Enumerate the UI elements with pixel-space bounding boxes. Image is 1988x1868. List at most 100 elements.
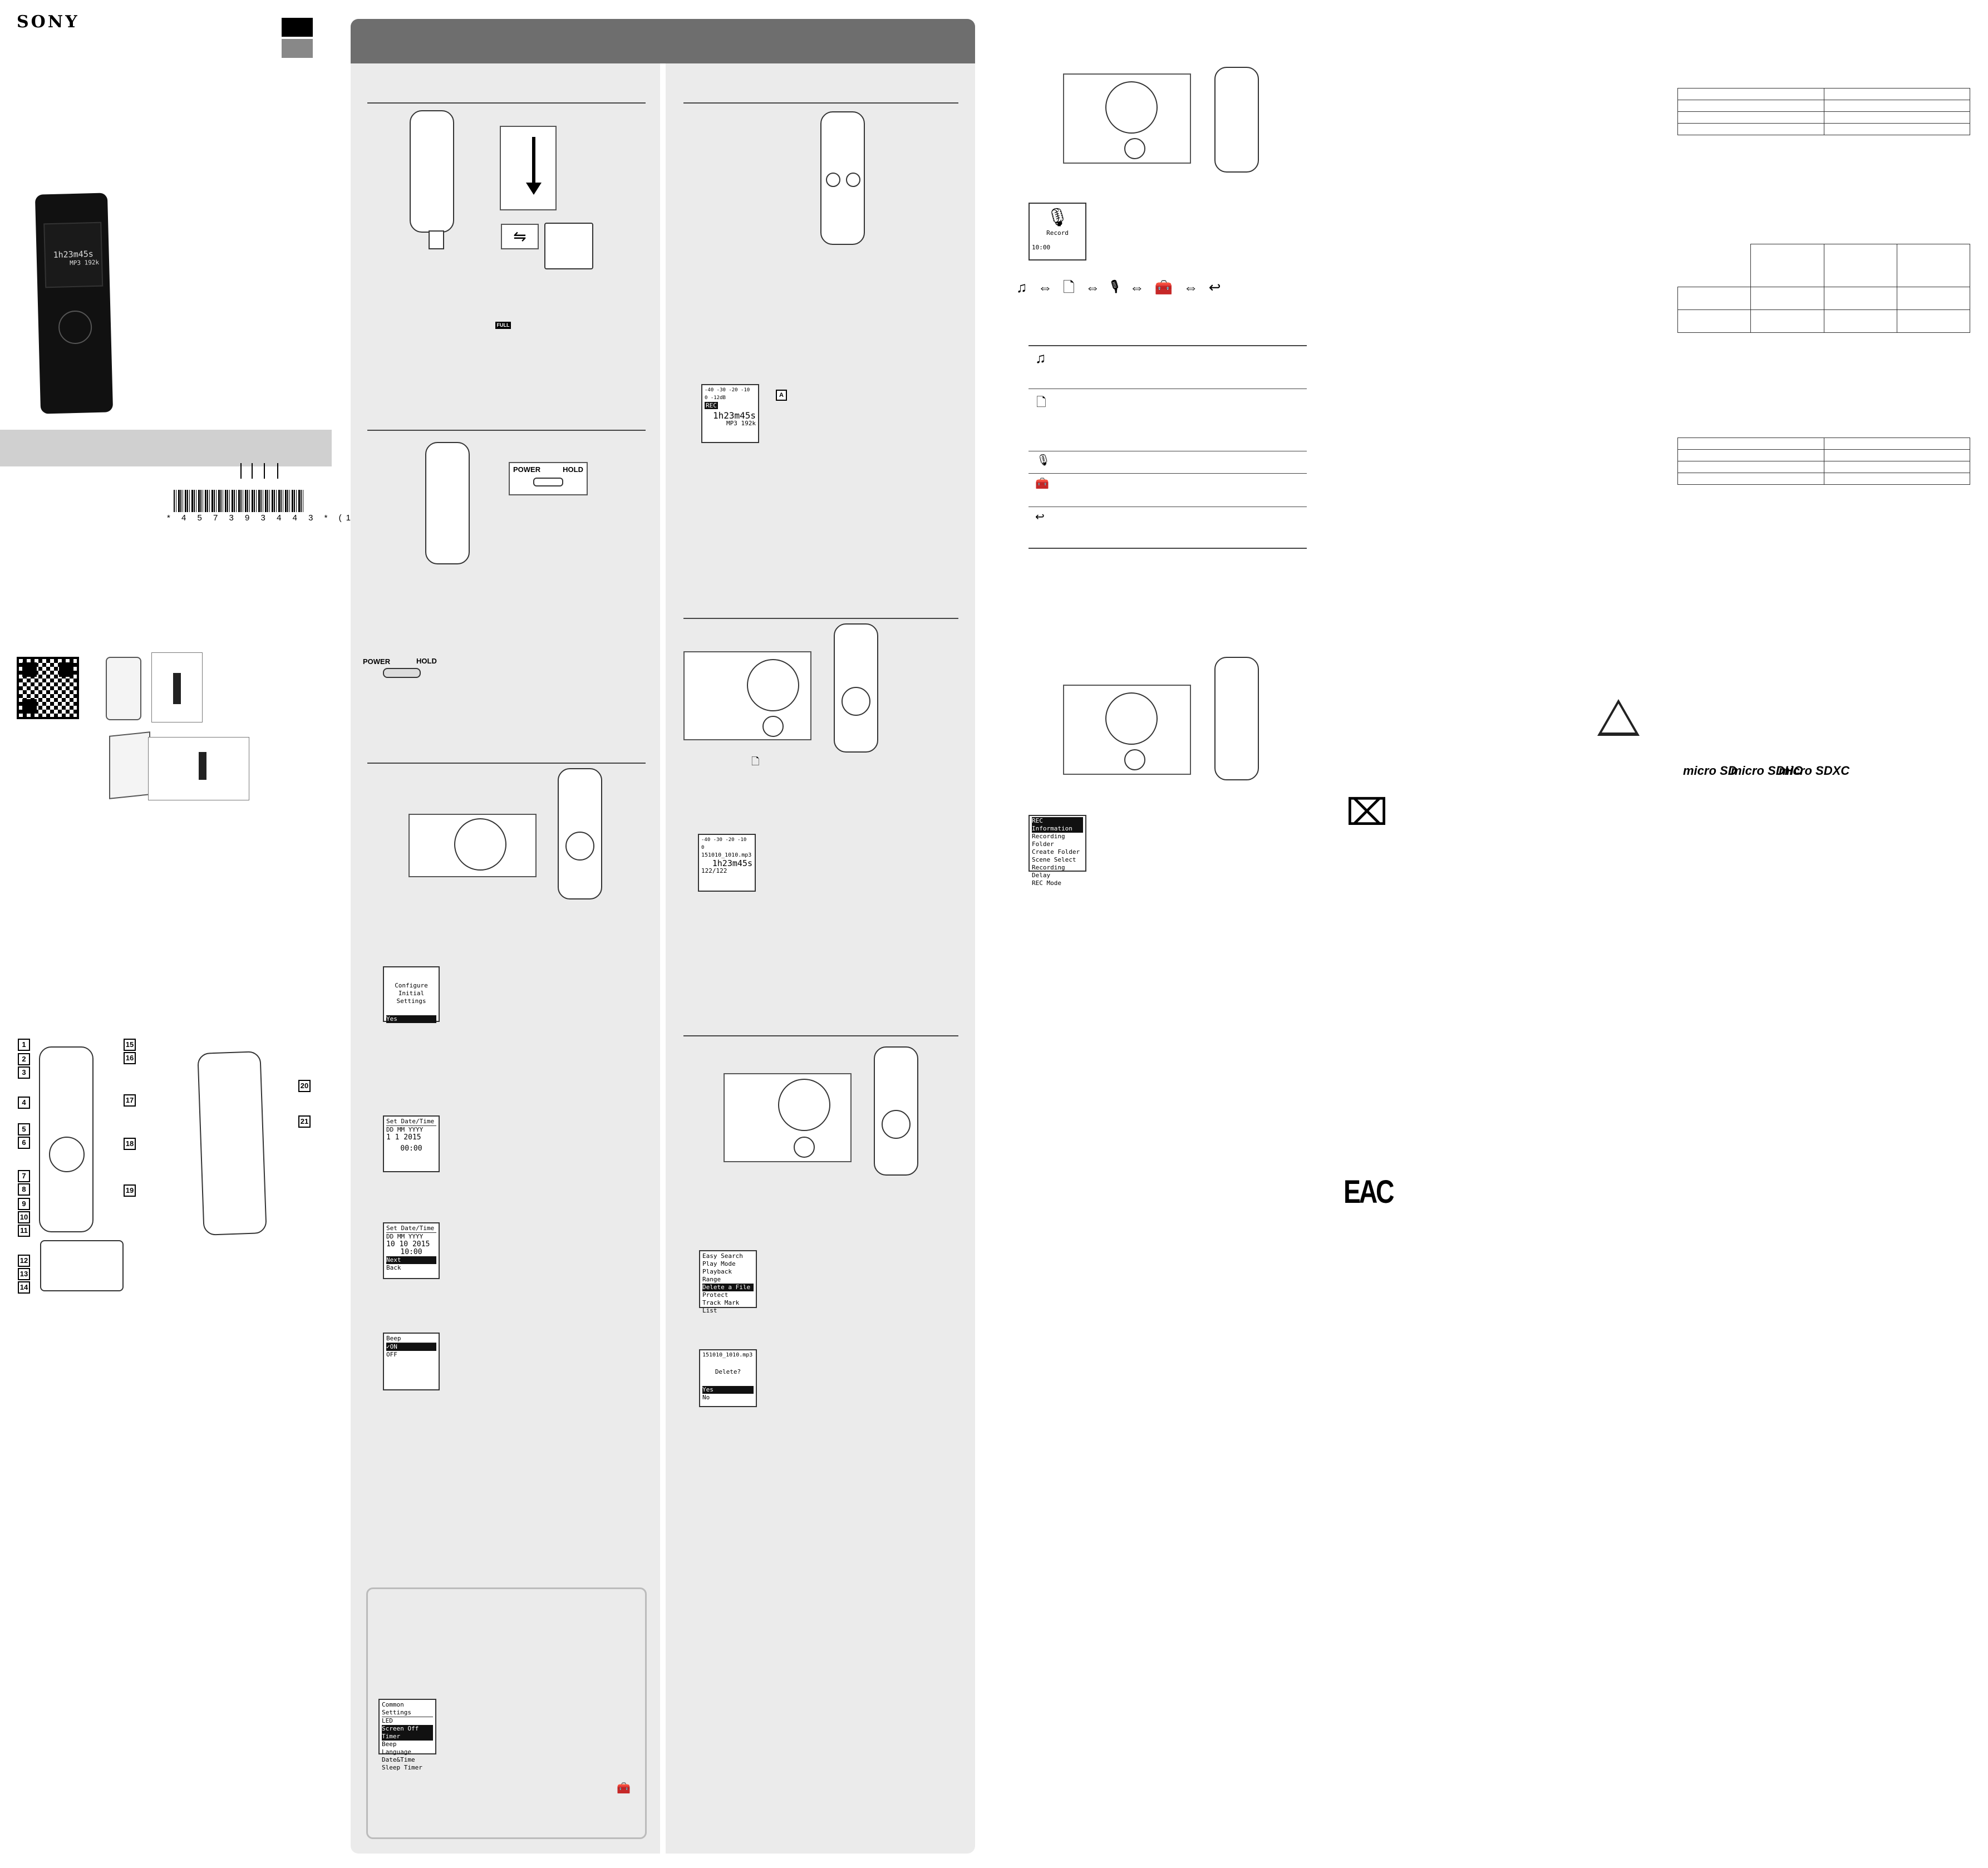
menu-playback-range[interactable]: Playback Range <box>702 1268 732 1283</box>
hearing-warning-icon <box>1597 699 1640 736</box>
part-label-9: 9 <box>18 1198 30 1210</box>
time-field[interactable]: 00:00 <box>400 1144 422 1153</box>
parts-diagram-back <box>197 1051 267 1236</box>
delete-no-option[interactable]: No <box>702 1394 710 1401</box>
toolbox-icon-2[interactable]: 🧰 <box>1154 279 1177 296</box>
rec-menu-scene-select[interactable]: Scene Select <box>1032 856 1076 863</box>
common-item-sleep-timer[interactable]: Sleep Timer <box>382 1764 422 1771</box>
common-item-language[interactable]: Language <box>382 1748 411 1756</box>
home-menu-screen: 🎙 Record 10:00 <box>1029 203 1086 260</box>
menu-play-mode[interactable]: Play Mode <box>702 1260 736 1267</box>
part-label-7: 7 <box>18 1170 30 1182</box>
part-label-6: 6 <box>18 1137 30 1149</box>
product-display: 1h23m45s MP3 192k <box>43 222 104 288</box>
product-control-ring <box>58 310 92 345</box>
toolbox-icon: 🧰 <box>617 1782 631 1795</box>
play-time: 1h23m45s <box>712 858 752 868</box>
beep-off-option[interactable]: OFF <box>386 1351 397 1358</box>
menu-table-bottom <box>1029 548 1307 549</box>
eac-mark: EAC <box>1344 1174 1395 1210</box>
part-label-12: 12 <box>18 1255 30 1267</box>
control-ring <box>49 1137 85 1172</box>
power-label-2: POWER <box>363 657 391 666</box>
menu-protect[interactable]: Protect <box>702 1291 729 1299</box>
initial-yes-option[interactable]: Yes <box>386 1015 436 1023</box>
section-rule-usb <box>367 102 646 104</box>
spec-table-3 <box>1677 437 1970 485</box>
section-rule-delete <box>683 1035 958 1036</box>
back-option[interactable]: Back <box>386 1264 401 1271</box>
callout-a: A <box>776 390 787 401</box>
display-format: MP3 192k <box>69 258 100 267</box>
menu-delete-a-file[interactable]: Delete a File <box>702 1284 754 1291</box>
record-device-illustration <box>820 111 865 245</box>
rec-menu-recording-delay[interactable]: Recording Delay <box>1032 864 1065 879</box>
play-key-detail <box>683 651 811 740</box>
common-item-date-time[interactable]: Date&Time <box>382 1756 415 1763</box>
menu-table-line-3 <box>1029 473 1307 474</box>
return-icon[interactable]: ↩ <box>1208 279 1224 296</box>
music-note-icon-row: ♫ <box>1035 350 1046 366</box>
home-device-illustration <box>1214 67 1259 173</box>
part-label-4: 4 <box>18 1097 30 1109</box>
settings-note-box <box>366 1587 647 1839</box>
usb-plug <box>429 230 444 249</box>
rec-menu-rec-information[interactable]: REC Information <box>1032 817 1083 833</box>
microphone-icon: 🎙 <box>1046 207 1069 228</box>
delete-confirm-screen: 151010_1010.mp3 Delete? Yes No <box>699 1349 757 1407</box>
part-label-8: 8 <box>18 1183 30 1196</box>
delete-yes-option[interactable]: Yes <box>702 1386 754 1394</box>
full-badge: FULL <box>495 322 511 329</box>
play-device-illustration <box>834 623 878 753</box>
computer-illustration <box>544 223 593 269</box>
next-option[interactable]: Next <box>386 1256 436 1264</box>
power-device-illustration <box>425 442 470 564</box>
part-label-13: 13 <box>18 1268 30 1280</box>
date-field[interactable]: 1 1 2015 <box>386 1133 421 1142</box>
hold-switch-detail: POWER HOLD <box>363 657 446 690</box>
rec-menu-recording-folder[interactable]: Recording Folder <box>1032 833 1065 848</box>
music-note-icon[interactable]: ♫ <box>1016 279 1031 296</box>
common-item-led[interactable]: LED <box>382 1717 393 1724</box>
file-icon-2[interactable]: 🗋 <box>1062 279 1078 296</box>
return-icon-row: ↩ <box>1035 511 1045 523</box>
sony-logo: SONY <box>17 12 80 32</box>
part-label-11: 11 <box>18 1225 30 1237</box>
part-label-2: 2 <box>18 1053 30 1065</box>
part-label-16: 16 <box>124 1052 136 1064</box>
usb-device-illustration <box>410 110 454 233</box>
part-label-15: 15 <box>124 1039 136 1051</box>
power-label: POWER <box>513 465 541 474</box>
microphone-icon-row: 🎙 <box>1036 454 1051 466</box>
panel-header <box>351 19 975 63</box>
helpguide-mobile-thumb <box>151 652 203 722</box>
microsd-logo: micro SD <box>1683 764 1737 778</box>
beep-on-option[interactable]: ✓ON <box>386 1343 436 1351</box>
spec-table-1 <box>1677 88 1970 135</box>
recording-screen: -40 -30 -20 -10 0 -12dB REC 1h23m45s MP3… <box>701 384 759 443</box>
rec-menu-create-folder[interactable]: Create Folder <box>1032 848 1080 856</box>
microsdhc-logo: micro SDHC <box>1731 764 1803 778</box>
usb-slide-detail <box>500 126 557 210</box>
microphone-icon-2[interactable]: 🎙 <box>1110 279 1123 296</box>
section-rule-play <box>683 618 958 619</box>
playback-menu-screen: Easy Search Play Mode Playback Range Del… <box>699 1250 757 1314</box>
delete-key-detail <box>724 1073 852 1162</box>
laptop-illustration <box>109 731 150 799</box>
rec-menu-rec-mode[interactable]: REC Mode <box>1032 879 1061 887</box>
part-label-5: 5 <box>18 1123 30 1135</box>
menu-track-mark-list[interactable]: Track Mark List <box>702 1299 740 1314</box>
qr-code <box>17 657 79 719</box>
menu-table-top <box>1029 345 1307 346</box>
initial-settings-screen: Configure Initial Settings Yes <box>383 966 440 1023</box>
date-time-screen-1: Set Date/Time DD MM YYYY 1 1 2015 00:00 <box>383 1115 440 1172</box>
usb-icon: ⇋ <box>501 224 539 249</box>
common-item-screen-off-timer[interactable]: Screen Off Timer <box>382 1725 433 1741</box>
menu-easy-search[interactable]: Easy Search <box>702 1252 743 1260</box>
part-label-19: 19 <box>124 1184 136 1197</box>
part-label-20: 20 <box>298 1080 311 1092</box>
connector-detail <box>40 1240 124 1291</box>
common-item-beep[interactable]: Beep <box>382 1741 397 1748</box>
helpguide-pc-thumb <box>148 737 249 800</box>
common-settings-screen: Common Settings LED Screen Off Timer Bee… <box>378 1699 436 1771</box>
